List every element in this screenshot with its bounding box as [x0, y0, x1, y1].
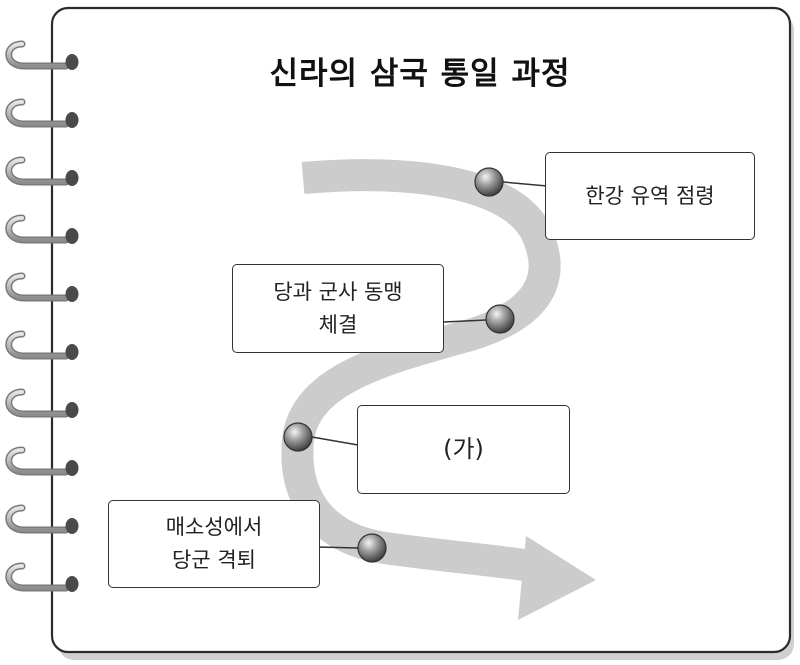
spiral-ring-icon [5, 446, 79, 476]
event-box-tang-alliance: 당과 군사 동맹 체결 [232, 264, 444, 353]
sphere-marker-icon [283, 422, 313, 452]
spiral-ring-icon [5, 272, 79, 302]
event-label-line-1: 당과 군사 동맹 [273, 279, 403, 304]
event-box-blank-ga: (가) [357, 405, 570, 494]
spiral-ring-icon [5, 98, 79, 128]
spiral-binding [5, 40, 79, 592]
event-label-line-2: 당군 격퇴 [172, 548, 256, 572]
sphere-marker-icon [357, 533, 387, 563]
event-label: 한강 유역 점령 [585, 183, 715, 208]
sphere-marker-icon [474, 167, 504, 197]
spiral-ring-icon [5, 504, 79, 534]
arrow-head-icon [518, 536, 596, 620]
sphere-marker-icon [485, 304, 515, 334]
connector-line [317, 546, 359, 549]
event-label-line-2: 체결 [318, 312, 358, 337]
connector-line [443, 319, 487, 323]
connector-line [311, 436, 359, 446]
event-label: (가) [443, 434, 484, 463]
spiral-ring-icon [5, 214, 79, 244]
event-box-maeso-fortress: 매소성에서 당군 격퇴 [108, 500, 320, 588]
event-label-line-1: 매소성에서 [165, 515, 263, 540]
spiral-ring-icon [5, 562, 79, 592]
spiral-ring-icon [5, 40, 79, 70]
spiral-ring-icon [5, 330, 79, 360]
event-box-han-river: 한강 유역 점령 [545, 152, 755, 240]
diagram-title: 신라의 삼국 통일 과정 [269, 56, 571, 92]
spiral-ring-icon [5, 156, 79, 186]
spiral-ring-icon [5, 388, 79, 418]
connector-line [502, 181, 548, 187]
